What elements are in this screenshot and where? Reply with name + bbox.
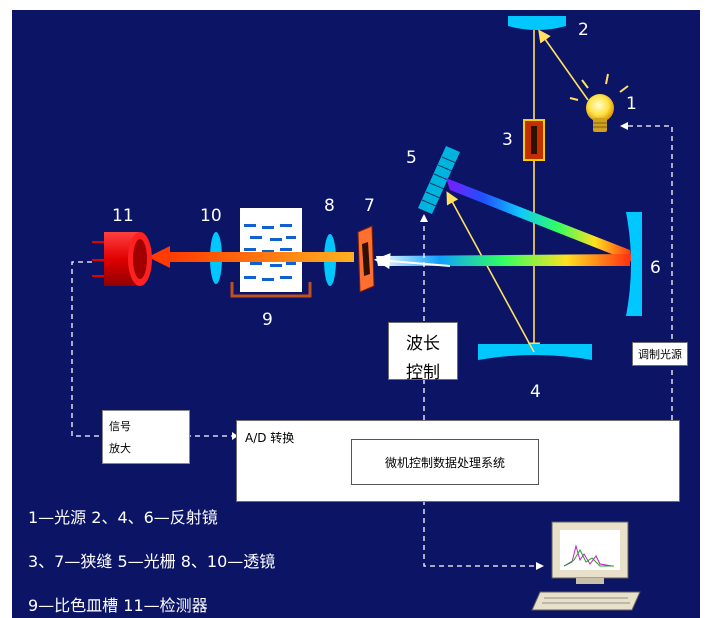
light-source-icon [569, 73, 629, 132]
computer-icon [531, 521, 641, 611]
legend-line-3: 9—比色皿槽 11—检测器 [28, 596, 208, 615]
modulate-source-label: 调制光源 [638, 347, 682, 361]
signal-line2: 放大 [109, 442, 131, 455]
beam-mirror4-to-grating [446, 191, 535, 353]
dashed-signal-lines [71, 125, 673, 567]
label-5: 5 [406, 148, 417, 168]
wavelength-control-line1: 波长 [406, 334, 440, 354]
beam-to-detector [168, 252, 354, 262]
signal-line1: 信号 [109, 420, 131, 433]
spectrum-beam-1 [446, 178, 632, 262]
wavelength-control-line2: 控制 [406, 363, 440, 383]
detector-11 [92, 232, 152, 286]
microcomputer-box: 微机控制数据处理系统 [351, 439, 539, 485]
spectrum-beam-2 [376, 254, 630, 266]
background-panel [12, 10, 700, 618]
ad-processing-box: A/D 转换 微机控制数据处理系统 [236, 420, 680, 502]
mirror-6 [626, 212, 642, 316]
label-11: 11 [112, 206, 134, 226]
label-2: 2 [578, 20, 589, 40]
ad-convert-label: A/D 转换 [245, 431, 295, 445]
signal-amplifier-box: 信号 放大 [102, 410, 190, 464]
microcomputer-label: 微机控制数据处理系统 [384, 455, 505, 470]
wavelength-control-box: 波长 控制 [388, 322, 458, 383]
label-4: 4 [530, 382, 541, 402]
label-3: 3 [502, 130, 513, 150]
mirror-4 [478, 344, 592, 360]
label-10: 10 [200, 206, 222, 226]
legend-line-2: 3、7—狭缝 5—光栅 8、10—透镜 [28, 552, 276, 571]
mirror-2 [508, 16, 566, 30]
label-7: 7 [364, 196, 375, 216]
label-1: 1 [626, 94, 637, 114]
label-6: 6 [650, 258, 661, 278]
beam-source-to-mirror2 [538, 29, 589, 101]
slit-7 [357, 225, 375, 293]
legend-line-1: 1—光源 2、4、6—反射镜 [28, 508, 218, 527]
label-8: 8 [324, 196, 335, 216]
label-9: 9 [262, 310, 273, 330]
cuvette-9 [230, 208, 312, 298]
grating-5 [418, 146, 460, 214]
modulate-source-box: 调制光源 [632, 342, 688, 366]
